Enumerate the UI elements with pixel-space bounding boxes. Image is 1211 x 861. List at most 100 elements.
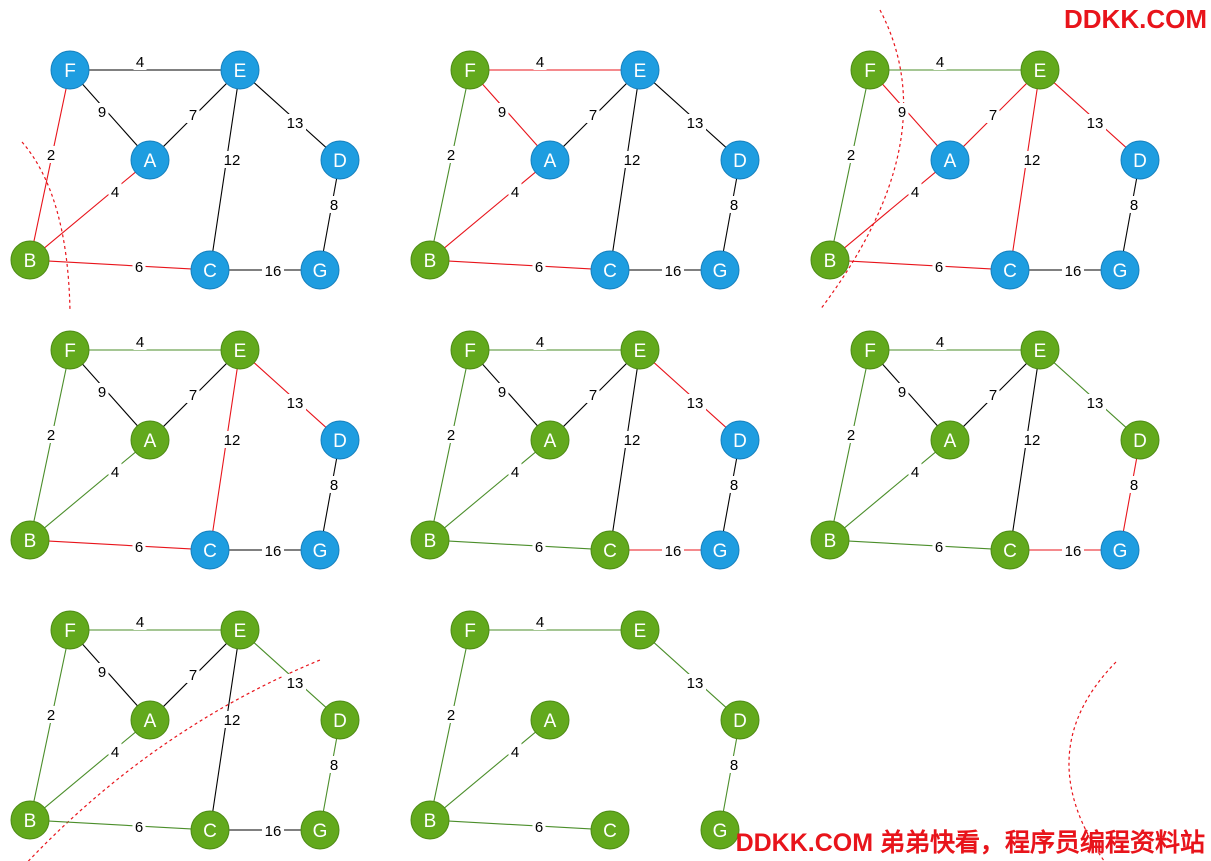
node-label-a: A xyxy=(144,431,157,452)
edge-label-bg xyxy=(95,383,109,400)
node-e xyxy=(620,330,660,370)
edge-label-bg xyxy=(221,431,243,448)
node-e xyxy=(620,50,660,90)
edge-label-bg xyxy=(933,333,947,350)
edge-weight-ec: 12 xyxy=(224,432,241,449)
node-label-e: E xyxy=(634,61,647,82)
edge-fa xyxy=(82,643,138,707)
node-label-e: E xyxy=(234,61,247,82)
edge-weight-fb: 2 xyxy=(447,147,455,164)
node-f xyxy=(850,330,890,370)
edge-dg xyxy=(322,738,338,812)
edge-label-bg xyxy=(133,613,147,630)
node-f xyxy=(50,610,90,650)
node-g xyxy=(700,250,740,290)
edge-fa xyxy=(882,363,938,427)
edge-ec xyxy=(212,88,238,252)
edge-label-bg xyxy=(327,756,341,773)
node-d xyxy=(720,700,760,740)
node-label-f: F xyxy=(64,341,76,362)
node-b xyxy=(810,520,850,560)
edge-label-bg xyxy=(95,663,109,680)
edge-label-bg xyxy=(1062,542,1084,559)
edge-label-bg xyxy=(444,146,458,163)
node-b xyxy=(410,520,450,560)
node-label-d: D xyxy=(333,431,347,452)
edge-ec xyxy=(212,648,238,812)
edge-weight-fa: 9 xyxy=(98,664,106,681)
edge-weight-ec: 12 xyxy=(224,152,241,169)
edge-label-bg xyxy=(186,106,200,123)
edge-label-bg xyxy=(1084,114,1106,131)
edge-ec xyxy=(612,88,638,252)
edge-label-bg xyxy=(221,711,243,728)
edge-ba xyxy=(844,171,936,249)
node-label-g: G xyxy=(713,821,728,842)
node-c xyxy=(190,530,230,570)
edge-label-bg xyxy=(662,542,684,559)
edge-weight-ba: 4 xyxy=(111,464,119,481)
node-e xyxy=(220,50,260,90)
edge-weight-fe: 4 xyxy=(936,334,944,351)
edge-weight-bc: 6 xyxy=(135,819,143,836)
edge-weight-fa: 9 xyxy=(98,104,106,121)
node-label-c: C xyxy=(603,541,617,562)
edge-label-bg xyxy=(284,674,306,691)
edge-weight-ba: 4 xyxy=(111,184,119,201)
node-g xyxy=(300,250,340,290)
edge-weight-cg: 16 xyxy=(665,543,682,560)
edge-label-bg xyxy=(95,103,109,120)
node-e xyxy=(620,610,660,650)
edge-label-bg xyxy=(262,262,284,279)
edge-bc xyxy=(848,540,992,550)
edge-weight-ec: 12 xyxy=(1024,152,1041,169)
node-label-d: D xyxy=(1133,151,1147,172)
node-label-c: C xyxy=(203,541,217,562)
edge-weight-fe: 4 xyxy=(536,614,544,631)
edge-bc xyxy=(48,260,192,270)
edge-weight-fa: 9 xyxy=(498,104,506,121)
edge-weight-fb: 2 xyxy=(447,707,455,724)
node-label-g: G xyxy=(313,541,328,562)
edge-weight-fe: 4 xyxy=(936,54,944,71)
edge-label-bg xyxy=(533,53,547,70)
edge-label-bg xyxy=(1062,262,1084,279)
edge-weight-ae: 7 xyxy=(989,107,997,124)
edge-label-bg xyxy=(1021,151,1043,168)
edge-fa xyxy=(882,83,938,147)
node-f xyxy=(450,610,490,650)
node-c xyxy=(190,250,230,290)
edge-weight-fb: 2 xyxy=(847,147,855,164)
node-label-b: B xyxy=(24,531,37,552)
edge-fa xyxy=(482,363,538,427)
node-d xyxy=(320,700,360,740)
edge-bc xyxy=(48,820,192,830)
edge-weight-ae: 7 xyxy=(189,387,197,404)
edge-weight-dg: 8 xyxy=(1130,197,1138,214)
edge-label-bg xyxy=(986,106,1000,123)
edge-label-bg xyxy=(586,106,600,123)
node-label-g: G xyxy=(313,821,328,842)
edge-weight-ed: 13 xyxy=(687,395,704,412)
edge-label-bg xyxy=(444,706,458,723)
edge-label-bg xyxy=(533,613,547,630)
node-g xyxy=(700,810,740,850)
node-e xyxy=(1020,330,1060,370)
edge-ba xyxy=(444,171,536,249)
node-label-a: A xyxy=(144,711,157,732)
edge-label-bg xyxy=(1021,431,1043,448)
edge-weight-ed: 13 xyxy=(287,675,304,692)
edge-dg xyxy=(1122,178,1138,252)
node-label-g: G xyxy=(1113,261,1128,282)
edge-weight-ec: 12 xyxy=(1024,432,1041,449)
node-e xyxy=(220,610,260,650)
node-g xyxy=(300,530,340,570)
edge-weight-cg: 16 xyxy=(265,263,282,280)
node-f xyxy=(50,330,90,370)
edge-weight-fe: 4 xyxy=(136,334,144,351)
edge-label-bg xyxy=(508,743,522,760)
